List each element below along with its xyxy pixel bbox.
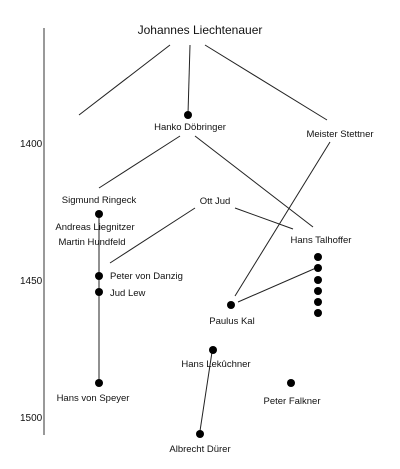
edge-ott-talhoffer [234, 207, 294, 230]
label-hundfeld: Martin Hundfeld [58, 237, 125, 248]
year-label-1500: 1500 [20, 413, 43, 424]
lineage-edges [78, 44, 331, 432]
node-kal [227, 301, 235, 309]
node-dobringer [184, 111, 192, 119]
edge-dobringer-ringeck [98, 135, 181, 189]
node-lew [95, 288, 103, 296]
label-kal: Paulus Kal [209, 316, 254, 327]
node-falkner [287, 379, 295, 387]
node-ringeck [95, 210, 103, 218]
node-talhoffer-1 [314, 253, 322, 261]
label-durer: Albrecht Dürer [169, 444, 230, 455]
year-label-1450: 1450 [20, 276, 43, 287]
node-durer [196, 430, 204, 438]
label-talhoffer: Hans Talhoffer [291, 235, 352, 246]
node-talhoffer-6 [314, 309, 322, 317]
year-label-1400: 1400 [20, 139, 43, 150]
edge-lekuchner-durer [199, 351, 213, 432]
label-lew: Jud Lew [110, 288, 146, 299]
node-talhoffer-4 [314, 287, 322, 295]
node-speyer [95, 379, 103, 387]
node-talhoffer-5 [314, 298, 322, 306]
node-talhoffer-2 [314, 264, 322, 272]
edge-kal-talhoffer [237, 267, 317, 303]
label-lekuchner: Hans Lekûchner [181, 359, 250, 370]
label-dobringer: Hanko Döbringer [154, 122, 226, 133]
edge-stettner-kal [234, 141, 331, 297]
node-danzig [95, 272, 103, 280]
edge-dobringer-talhoffer [194, 135, 314, 228]
label-falkner: Peter Falkner [263, 396, 320, 407]
label-speyer: Hans von Speyer [57, 393, 130, 404]
edge-liechtenauer-stettner [204, 44, 328, 121]
label-stettner: Meister Stettner [306, 129, 373, 140]
label-ott: Ott Jud [200, 196, 231, 207]
label-liechtenauer: Johannes Liechtenauer [138, 23, 263, 37]
edge-liechtenauer-left [78, 44, 171, 116]
lineage-nodes [95, 111, 322, 438]
person-labels: Johannes Liechtenauer Hanko Döbringer Me… [55, 23, 373, 455]
label-liegnitzer: Andreas Liegnitzer [55, 222, 134, 233]
node-talhoffer-3 [314, 276, 322, 284]
edge-liechtenauer-dobringer [187, 44, 191, 115]
label-danzig: Peter von Danzig [110, 271, 183, 282]
node-lekuchner [209, 346, 217, 354]
edge-ott-danzig [109, 207, 196, 264]
label-ringeck: Sigmund Ringeck [62, 195, 137, 206]
